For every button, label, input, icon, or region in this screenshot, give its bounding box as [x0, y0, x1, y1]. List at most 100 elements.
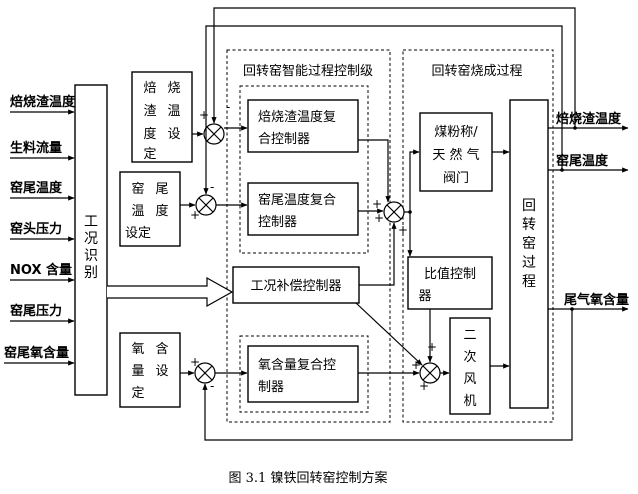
svg-text:+: +: [427, 340, 437, 354]
condition-identification-label: 工 况 识 别: [84, 214, 98, 281]
svg-text:-: -: [226, 100, 230, 114]
svg-text:程: 程: [522, 274, 536, 290]
summing-junction-slag-temp: [203, 123, 225, 145]
identification-to-compensation-arrow: [107, 276, 234, 308]
secondary-fan-block: [449, 317, 491, 415]
oxygen-setpoint-block: [119, 332, 181, 408]
svg-text:氧: 氧: [131, 342, 144, 357]
slag-temp-setpoint-block: [131, 71, 193, 163]
input-label: 焙烧渣温度: [9, 94, 76, 110]
svg-text:温: 温: [131, 204, 144, 219]
oxygen-controller-subframe: [239, 335, 369, 413]
svg-text:设定: 设定: [125, 226, 151, 241]
ratio-controller-label: 比值控制: [424, 266, 476, 282]
svg-text:定: 定: [131, 386, 144, 401]
ratio-controller-block: [407, 256, 493, 310]
svg-text:温: 温: [167, 104, 180, 119]
intelligent-control-frame: [226, 49, 391, 423]
svg-text:别: 别: [84, 265, 98, 281]
input-label: NOX 含量: [10, 262, 72, 278]
kiln-tail-temp-controller: [247, 182, 359, 236]
kiln-tail-temp-setpoint-block: [119, 171, 181, 247]
kiln-tail-temp-controller-label: 窑尾温度复合: [258, 192, 336, 208]
input-label: 窑尾温度: [10, 180, 63, 196]
slag-temp-controller-label: 合控制器: [258, 132, 310, 147]
summing-junction-air: [419, 362, 441, 384]
svg-text:量: 量: [131, 364, 144, 379]
fuel-valve-block: [419, 112, 493, 192]
junction-signs: + - + - + - + + + + + +: [190, 100, 437, 393]
svg-text:+: +: [374, 211, 384, 225]
svg-text:度: 度: [155, 203, 168, 219]
slag-temp-controller: [247, 99, 359, 153]
svg-text:风: 风: [463, 372, 476, 387]
output-signals: 焙烧渣温度 窑尾温度 尾气氧含量: [548, 111, 629, 312]
svg-text:+: +: [398, 223, 408, 237]
kiln-process-block: [509, 99, 549, 409]
oxygen-setpoint-label: 氧 含 量 设 定: [131, 341, 168, 401]
slag-temp-controller-label: 焙烧渣温度复: [258, 109, 336, 125]
compensation-controller: [232, 266, 360, 304]
svg-text:设: 设: [155, 364, 168, 379]
svg-text:+: +: [190, 208, 200, 222]
svg-text:渣: 渣: [143, 104, 156, 119]
output-label: 尾气氧含量: [564, 292, 629, 308]
svg-text:含: 含: [155, 341, 168, 357]
figure-caption: 图 3.1 镍铁回转窑控制方案: [229, 470, 388, 486]
svg-text:+: +: [372, 197, 382, 211]
svg-text:烧: 烧: [167, 81, 180, 96]
svg-text:设: 设: [167, 127, 180, 142]
input-label: 窑尾压力: [10, 303, 62, 319]
fuel-valve-label: 阀门: [443, 171, 469, 186]
intelligent-control-title: 回转窑智能过程控制级: [243, 63, 373, 79]
input-label: 生料流量: [10, 140, 62, 156]
svg-text:过: 过: [522, 255, 536, 271]
ratio-controller-label: 器: [418, 289, 431, 304]
summing-junction-kiln-tail-temp: [195, 194, 217, 216]
svg-text:焙: 焙: [143, 81, 156, 96]
svg-text:机: 机: [463, 394, 476, 409]
summing-junction-fuel: [383, 201, 405, 223]
signal-lines: [180, 7, 577, 441]
svg-text:定: 定: [143, 147, 156, 162]
fuel-valve-label: 煤粉称/: [434, 125, 478, 140]
svg-text:二: 二: [463, 328, 476, 343]
secondary-fan-label: 二 次 风 机: [463, 328, 476, 409]
svg-text:回: 回: [522, 198, 536, 214]
svg-text:度: 度: [143, 126, 156, 142]
svg-text:识: 识: [84, 248, 98, 264]
output-label: 焙烧渣温度: [555, 111, 622, 127]
oxygen-controller-label: 制器: [258, 380, 284, 395]
fuel-valve-label: 天 然 气: [432, 147, 479, 163]
compensation-controller-label: 工况补偿控制器: [250, 279, 341, 294]
svg-text:+: +: [419, 379, 429, 393]
summing-junction-oxygen: [194, 362, 216, 384]
svg-text:-: -: [210, 180, 214, 194]
svg-text:工: 工: [84, 214, 98, 230]
kiln-tail-temp-controller-label: 控制器: [258, 215, 297, 230]
condition-identification-block: [74, 84, 108, 396]
burning-process-frame: [402, 49, 554, 423]
temp-controllers-subframe: [239, 85, 369, 254]
svg-text:+: +: [190, 355, 200, 369]
oxygen-controller-label: 氧含量复合控: [258, 357, 336, 373]
input-label: 窑尾氧含量: [4, 345, 69, 361]
input-signals: 焙烧渣温度 生料流量 窑尾温度 窑头压力 NOX 含量 窑尾压力 窑尾氧含量: [4, 94, 76, 366]
svg-text:+: +: [199, 108, 209, 122]
svg-text:次: 次: [463, 349, 476, 365]
svg-text:+: +: [411, 358, 421, 372]
svg-text:尾: 尾: [155, 182, 168, 197]
svg-text:-: -: [210, 379, 214, 393]
svg-text:窑: 窑: [522, 235, 536, 252]
svg-text:况: 况: [84, 231, 98, 247]
burning-process-title: 回转窑烧成过程: [431, 63, 522, 79]
svg-text:转: 转: [522, 217, 536, 233]
kiln-tail-temp-setpoint-label: 窑 尾 温 度 设定: [125, 181, 169, 241]
slag-temp-setpoint-label: 焙 烧 渣 温 度 设 定: [143, 81, 180, 162]
kiln-process-label: 回 转 窑 过 程: [522, 198, 536, 290]
input-label: 窑头压力: [10, 221, 62, 237]
output-label: 窑尾温度: [556, 153, 609, 169]
svg-text:窑: 窑: [131, 181, 144, 197]
oxygen-controller: [247, 345, 359, 403]
